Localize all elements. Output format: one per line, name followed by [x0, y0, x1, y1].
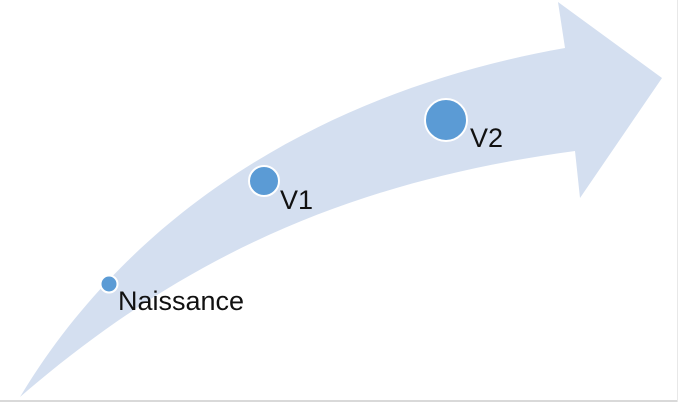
bottom-border — [0, 400, 678, 402]
milestone-dot-v2 — [424, 98, 468, 142]
milestone-label-v2: V2 — [470, 123, 504, 153]
milestone-label-v1: V1 — [280, 185, 314, 215]
milestone-dot-v1 — [248, 165, 280, 197]
milestone-dot-naissance — [99, 274, 119, 294]
curved-arrow — [20, 2, 662, 397]
milestone-label-naissance: Naissance — [118, 286, 245, 316]
